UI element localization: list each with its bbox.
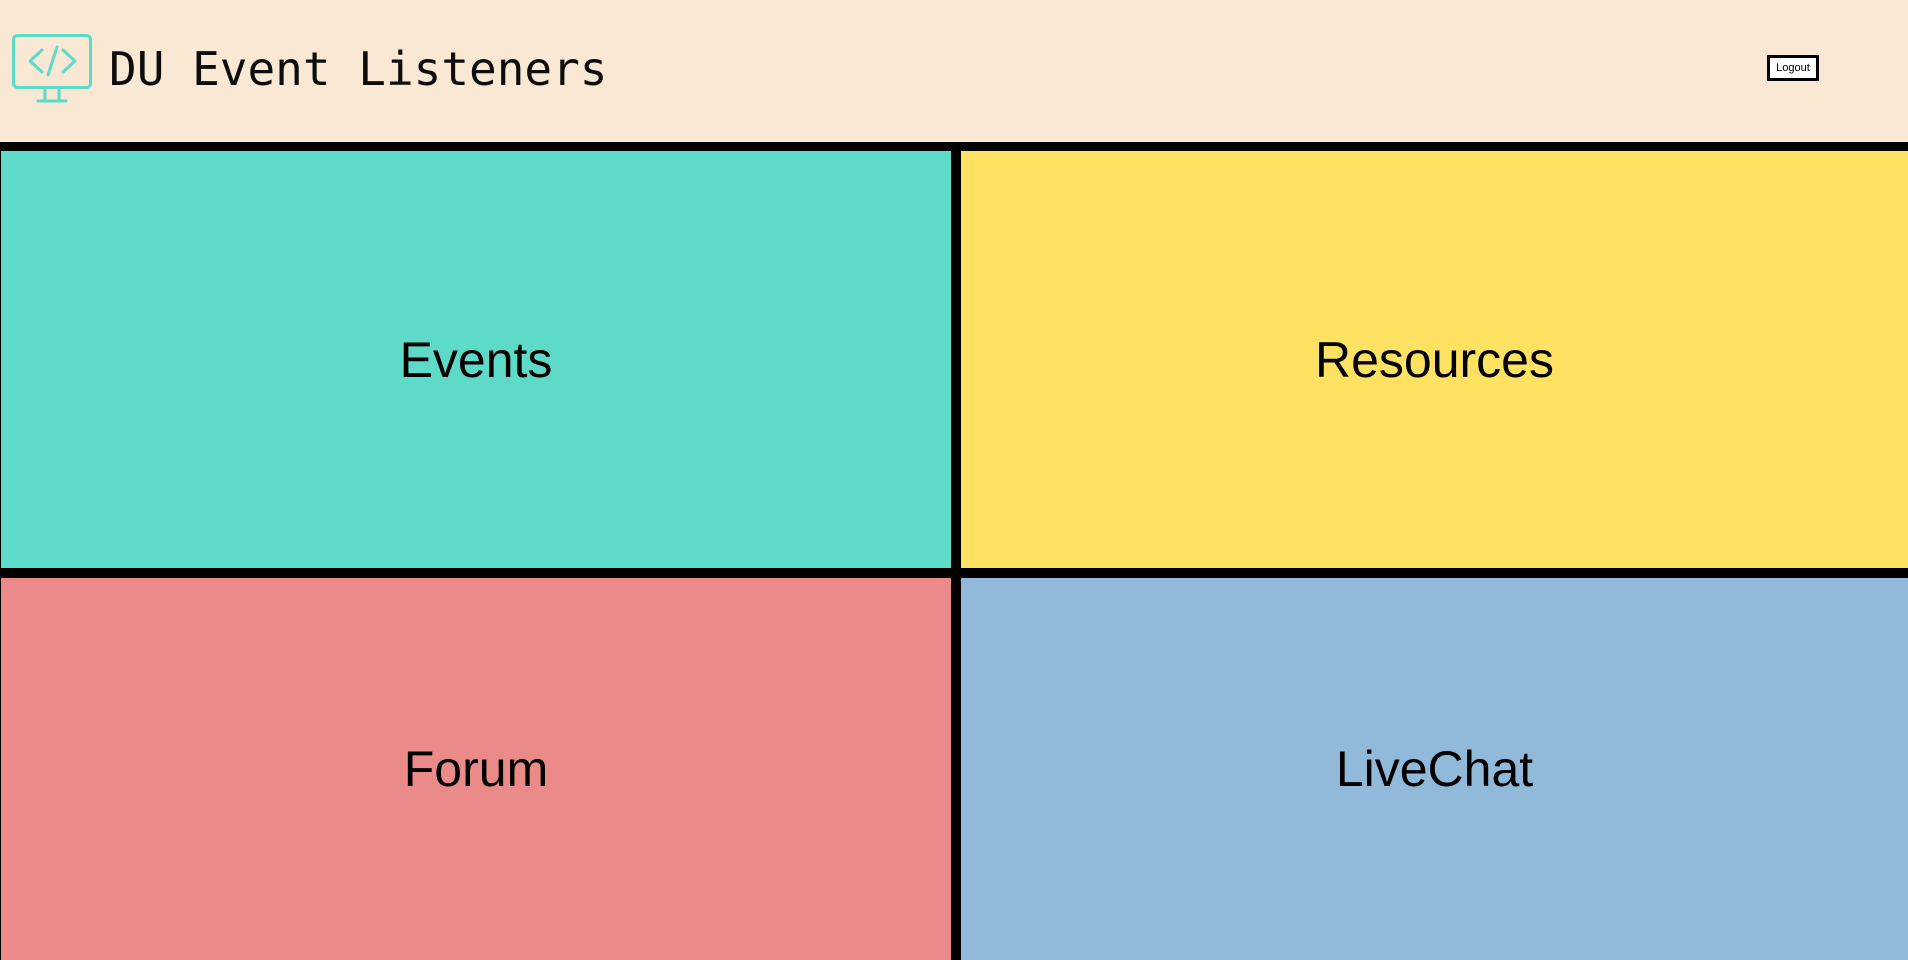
tile-livechat-label: LiveChat [1335,741,1534,797]
tile-resources-label: Resources [1315,331,1554,388]
app-header: DU Event Listeners Logout [0,0,1908,142]
tile-resources[interactable]: Resources [961,151,1908,568]
tile-events[interactable]: Events [1,151,951,568]
code-monitor-icon [12,34,92,103]
tile-livechat[interactable]: LiveChat [961,578,1908,960]
tile-events-label: Events [399,331,553,388]
tile-forum-label: Forum [403,741,549,797]
tile-forum[interactable]: Forum [1,578,951,960]
logout-button[interactable]: Logout [1767,55,1819,81]
site-title: DU Event Listeners [109,42,608,96]
